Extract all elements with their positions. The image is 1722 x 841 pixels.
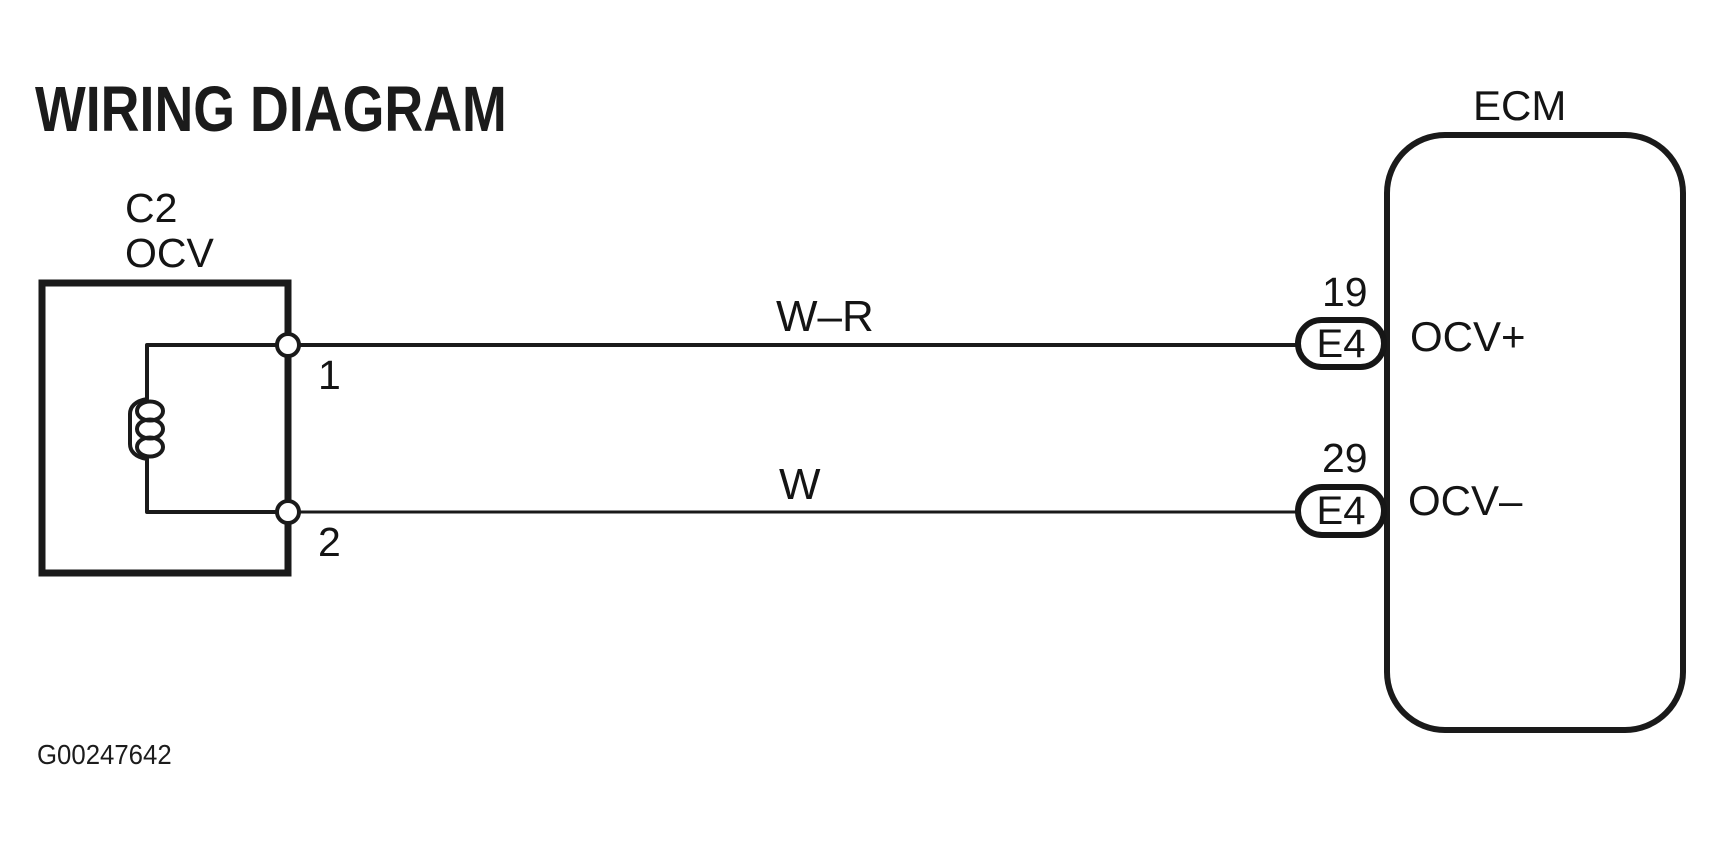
figure-id-label: G00247642: [37, 739, 172, 770]
ecm-module-box: [1384, 132, 1686, 733]
ecm-signal-ocv-plus-label: OCV+: [1410, 313, 1526, 360]
ocv-connector-id-label: C2: [125, 185, 178, 231]
terminal-node-pin1: [275, 332, 301, 358]
ocv-component-name-label: OCV: [125, 230, 214, 276]
ecm-signal-ocv-minus-label: OCV–: [1408, 477, 1523, 524]
ecm-connector-e4-pin29-label: E4: [1316, 489, 1366, 533]
wire-color-label-w: W: [779, 460, 821, 509]
wire-color-label-w-r: W–R: [776, 292, 874, 341]
ecm-connector-e4-pin19: E4: [1295, 317, 1387, 370]
terminal-node-pin2: [275, 499, 301, 525]
ecm-connector-e4-pin29: E4: [1295, 484, 1387, 538]
ecm-module-name-label: ECM: [1473, 82, 1567, 129]
ocv-component-box: [38, 279, 292, 577]
ocv-pin-1-label: 1: [318, 352, 341, 398]
ecm-connector-e4-pin19-label: E4: [1316, 321, 1366, 366]
coil-loop-icon: [135, 435, 165, 459]
ocv-internal-circuit-wire: [128, 343, 288, 514]
ecm-pin-29-label: 29: [1322, 435, 1368, 481]
ecm-pin-19-label: 19: [1322, 269, 1368, 315]
ocv-pin-2-label: 2: [318, 519, 341, 565]
page-title: WIRING DIAGRAM: [35, 73, 507, 145]
